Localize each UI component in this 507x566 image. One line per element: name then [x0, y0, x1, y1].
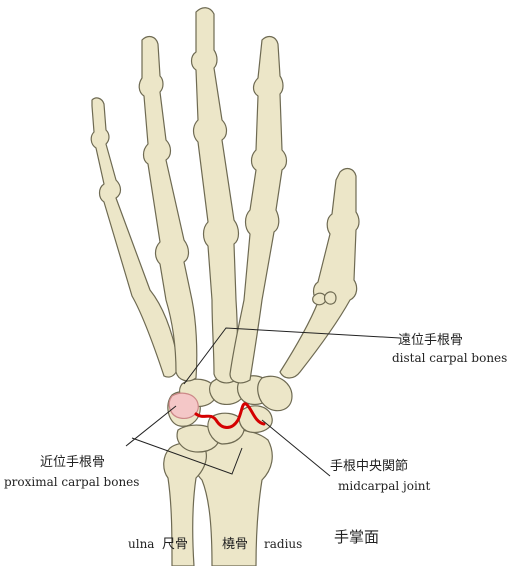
proximal-leader: [125, 405, 177, 447]
midcarpal-label-en: midcarpal joint: [338, 479, 431, 493]
distal-leader: [183, 327, 401, 385]
thumb-bones: [279, 167, 360, 379]
index-finger-bones: [229, 35, 288, 384]
ulna-bone: [163, 442, 207, 566]
carpal-bone: [257, 375, 293, 412]
middle-finger-bones: [190, 7, 240, 384]
midcarpal-leader: [261, 419, 331, 477]
proximal-label-en: proximal carpal bones: [4, 475, 139, 489]
ulna-label-ja: 尺骨: [162, 537, 188, 552]
leader-lines: [125, 327, 401, 477]
ulna-label-en: ulna: [128, 537, 154, 551]
ring-finger-bones: [138, 35, 198, 382]
radius-label-ja: 橈骨: [222, 537, 248, 552]
pisiform-highlight: [168, 392, 199, 419]
radius-label-en: radius: [264, 537, 302, 551]
midcarpal-label-ja: 手根中央関節: [330, 459, 408, 474]
proximal-leader: [131, 437, 243, 475]
view-label: 手掌面: [334, 528, 379, 546]
thumb-sesamoid: [323, 291, 337, 305]
radius-bone: [192, 429, 273, 566]
proximal-label-ja: 近位手根骨: [40, 455, 105, 470]
distal-label-ja: 遠位手根骨: [398, 333, 463, 348]
midcarpal-joint-line: [194, 402, 266, 429]
distal-label-en: distal carpal bones: [392, 351, 507, 365]
hand-skeleton: [90, 7, 360, 566]
thumb-sesamoid: [312, 292, 327, 306]
